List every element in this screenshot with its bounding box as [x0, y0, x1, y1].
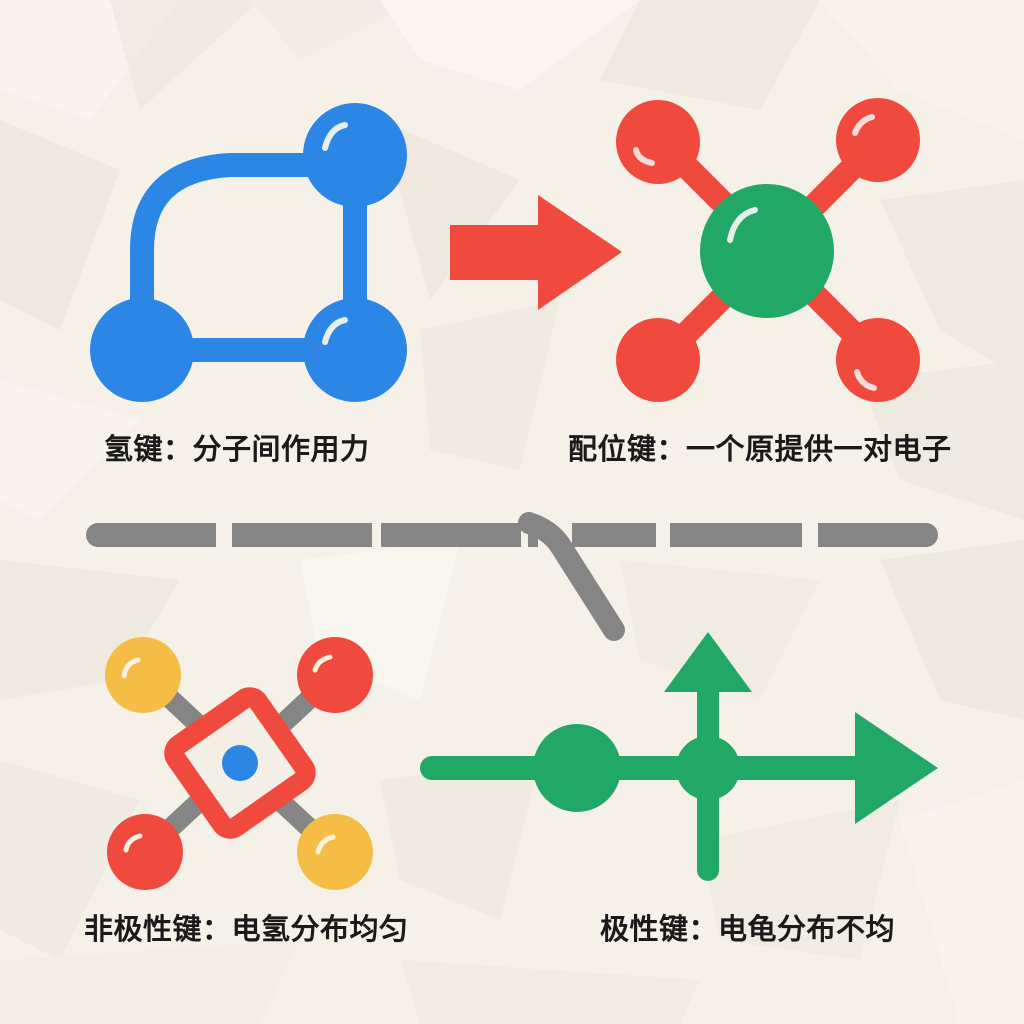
polar-bond-label: 极性键：电龟分布不均	[600, 912, 896, 946]
hydrogen-bond-molecule-icon	[90, 103, 407, 402]
dashed-divider-with-branch-icon	[86, 512, 938, 641]
hydrogen-bond-label: 氢键：分子间作用力	[104, 432, 370, 466]
nonpolar-bond-molecule-icon	[105, 637, 373, 890]
polar-bond-vector-icon	[420, 632, 938, 881]
nonpolar-bond-label: 非极性键：电氢分布均匀	[84, 912, 409, 946]
coordinate-bond-molecule-icon	[616, 98, 920, 402]
red-right-arrow-icon	[450, 195, 622, 310]
coordinate-bond-label: 配位键：一个原提供一对电子	[568, 432, 952, 466]
